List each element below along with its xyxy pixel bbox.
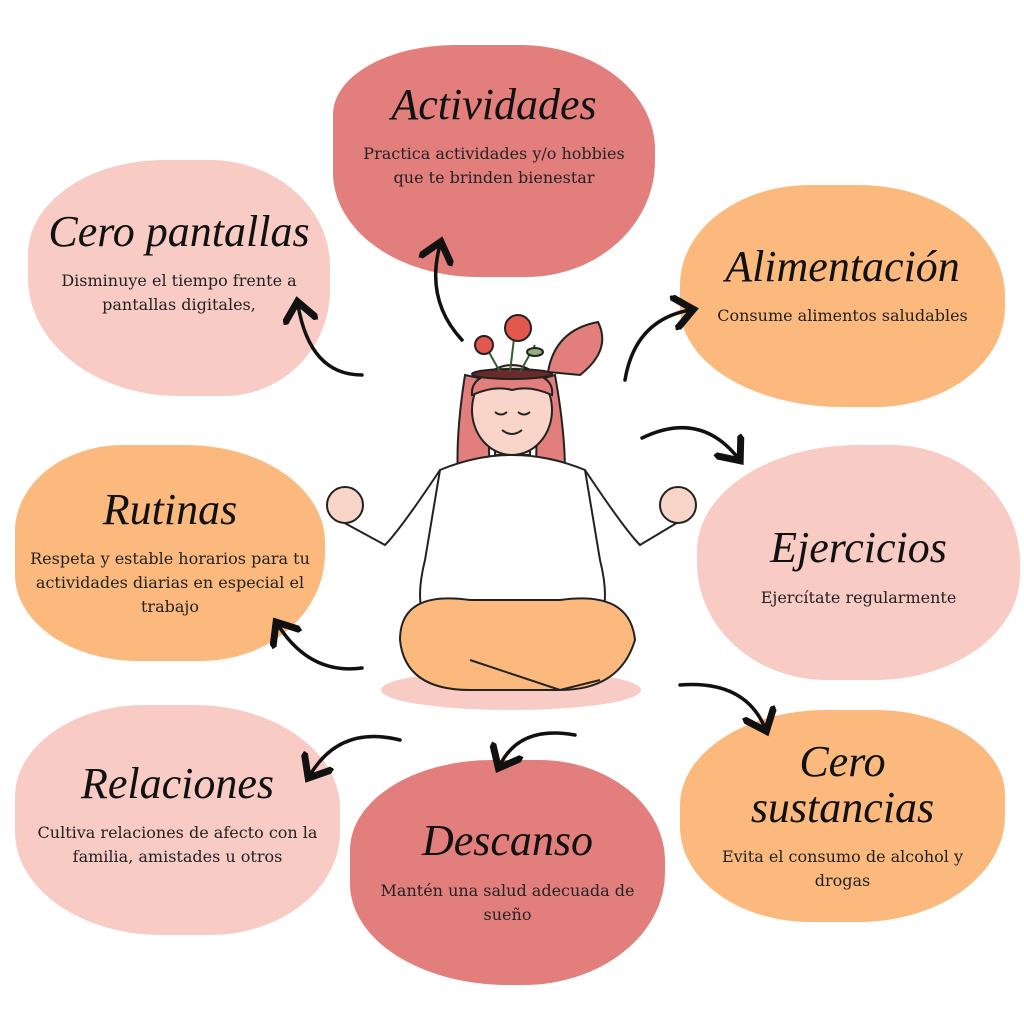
card-rutinas: Rutinas Respeta y estable horarios para … bbox=[15, 445, 325, 661]
card-actividades: Actividades Practica actividades y/o hob… bbox=[333, 45, 655, 277]
card-title: Cero sustancias bbox=[750, 736, 935, 832]
arrow-relaciones bbox=[310, 734, 402, 775]
card-ejercicios: Ejercicios Ejercítate regularmente bbox=[697, 445, 1020, 680]
card-desc: Mantén una salud adecuada de sueño bbox=[380, 880, 635, 924]
card-alimentacion: Alimentación Consume alimentos saludable… bbox=[680, 185, 1005, 407]
card-cero-pantallas: Cero pantallas Disminuye el tiempo frent… bbox=[28, 160, 330, 396]
card-title: Cero pantallas bbox=[48, 206, 310, 256]
card-desc: Cultiva relaciones de afecto con la fami… bbox=[37, 823, 318, 867]
arrow-alimentacion bbox=[623, 310, 690, 382]
card-title: Relaciones bbox=[80, 758, 275, 808]
meditating-person-illustration bbox=[326, 314, 697, 710]
card-title: Ejercicios bbox=[770, 523, 947, 573]
card-title: Descanso bbox=[421, 816, 594, 866]
card-title: Alimentación bbox=[725, 241, 960, 291]
card-title: Rutinas bbox=[102, 484, 238, 534]
arrow-cero-pantallas bbox=[298, 305, 364, 377]
card-desc: Practica actividades y/o hobbies que te … bbox=[363, 144, 625, 188]
card-relaciones: Relaciones Cultiva relaciones de afecto … bbox=[15, 705, 340, 935]
arrow-ejercicios bbox=[640, 425, 738, 458]
card-descanso: Descanso Mantén una salud adecuada de su… bbox=[350, 760, 665, 985]
card-desc: Evita el consumo de alcohol y drogas bbox=[721, 847, 964, 891]
card-desc: Disminuye el tiempo frente a pantallas d… bbox=[61, 271, 297, 315]
card-cero-sustancias: Cero sustancias Evita el consumo de alco… bbox=[680, 710, 1005, 922]
arrow-actividades bbox=[436, 245, 464, 342]
card-desc: Ejercítate regularmente bbox=[760, 587, 957, 607]
arrow-rutinas bbox=[278, 625, 364, 671]
card-title: Actividades bbox=[391, 79, 597, 129]
arrow-cero-sustancias bbox=[678, 682, 765, 728]
card-desc: Respeta y estable horarios para tu activ… bbox=[30, 549, 310, 617]
card-desc: Consume alimentos saludables bbox=[717, 306, 968, 326]
arrow-descanso bbox=[500, 731, 577, 765]
